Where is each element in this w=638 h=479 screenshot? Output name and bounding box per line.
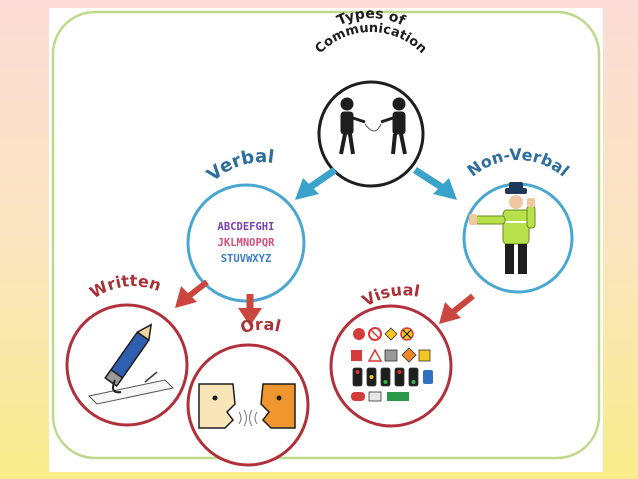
- arrow-to-verbal: [295, 167, 337, 200]
- two-people-talking-icon: [339, 97, 407, 155]
- arrow-to-oral: [238, 294, 262, 326]
- arrow-to-visual: [439, 293, 475, 324]
- alphabet-block: ABCDEFGHI JKLMNOPQR STUVWXYZ: [218, 221, 276, 265]
- communication-diagram: Types of Communication Verbal ABCDEFGHI …: [51, 8, 601, 467]
- arrow-to-non-verbal: [413, 167, 457, 200]
- alphabet-row-3: STUVWXYZ: [221, 253, 272, 265]
- oral-circle: [186, 343, 310, 467]
- visual-circle: [329, 304, 453, 428]
- pen-and-paper-icon: [87, 323, 175, 405]
- alphabet-row-1: ABCDEFGHI: [218, 221, 275, 233]
- label-oral: Oral: [238, 315, 282, 337]
- road-signs-grid-icon: [351, 327, 433, 402]
- two-faces-talking-icon: [198, 383, 296, 429]
- diagram-card: Types of Communication Verbal ABCDEFGHI …: [49, 8, 603, 472]
- alphabet-row-2: JKLMNOPQR: [218, 237, 276, 249]
- outer-frame: [51, 10, 601, 460]
- arrow-to-written: [175, 279, 209, 308]
- verbal-circle: [186, 183, 306, 303]
- speech-line: [364, 123, 382, 132]
- traffic-officer-icon: [469, 182, 536, 274]
